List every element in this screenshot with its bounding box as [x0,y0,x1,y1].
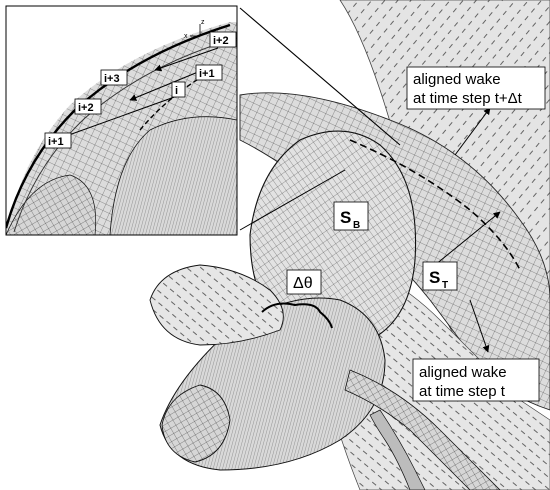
zoom-connector [239,7,401,146]
label-st-sub: T [442,280,448,291]
label-wake-next: aligned wake at time step t+Δt [406,66,546,110]
label-wake-current-line2: at time step t [419,383,506,400]
index-label: i+3 [104,73,120,85]
index-label: i+1 [199,68,215,80]
axis-x-label: x [184,33,188,40]
index-label: i+2 [78,102,94,114]
delta-theta-arc [261,302,333,329]
blade-left [149,264,284,346]
inset-label-i3: i+3 [100,69,128,86]
hub-tip [161,384,231,463]
inset-arrow-3 [54,94,181,142]
index-label: i+2 [213,35,229,47]
sb-leader-line [239,169,346,231]
label-sb-main: S [340,208,351,227]
trailing-edge-dashed [349,139,521,271]
inset-edge-line-2 [13,37,237,233]
inset-left-blob [6,174,97,235]
index-label: i [175,85,178,97]
inset-label-i1-top: i+1 [195,64,223,81]
label-dtheta: Δθ [286,269,322,295]
label-dtheta-text: Δθ [293,275,313,292]
main-scene: aligned wake at time step t+Δt aligned w… [149,0,550,490]
inset-label-i2-top: i+2 [209,31,237,48]
label-wake-next-line1: aligned wake [413,71,501,88]
arrow-wake-next [454,107,491,156]
inset-frame [5,5,238,236]
shaft-ribbon [344,369,501,490]
index-label: i+1 [48,136,64,148]
inset-arrow-2 [129,71,199,101]
inset-axis-triad: z x [184,19,205,40]
label-st-main: S [429,268,440,287]
label-wake-current: aligned wake at time step t [412,358,540,402]
inset-label-i2-mid: i+2 [74,98,102,115]
inset-hub-surface [109,116,237,235]
label-sb-sub: B [353,220,360,231]
shaft-ribbon-2 [369,409,426,490]
zoom-inset: z x i+2 i+1 i+3 i i+2 [5,5,238,236]
label-wake-current-line1: aligned wake [419,364,507,381]
inset-label-i: i [171,81,186,98]
axis-z-label: z [201,19,205,26]
inset-arrow-1 [154,47,219,72]
label-sb: S B [333,201,369,231]
inset-label-i1-low: i+1 [44,132,72,149]
label-st: S T [422,261,458,291]
arrow-wake-current [469,299,490,353]
inset-dashed [139,77,201,131]
label-wake-next-line2: at time step t+Δt [413,90,523,107]
arrow-st [434,211,501,266]
